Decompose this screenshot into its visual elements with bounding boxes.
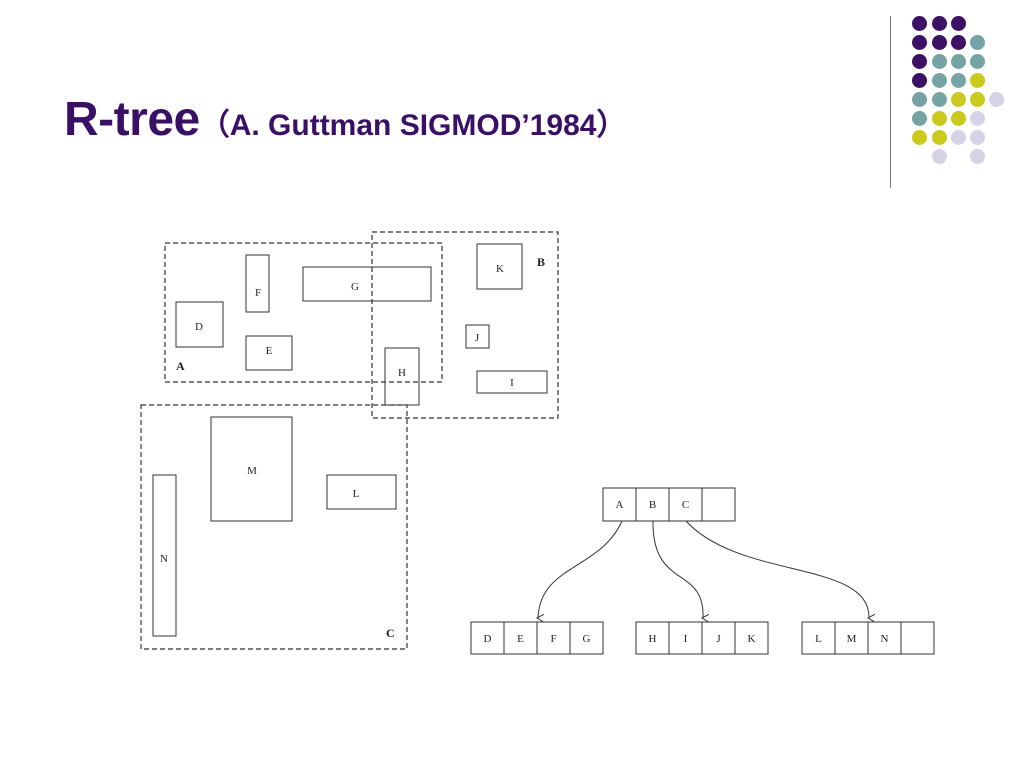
deco-dot bbox=[912, 35, 927, 50]
deco-dot bbox=[932, 35, 947, 50]
object-h-box bbox=[384, 347, 420, 406]
leaf-c-entry: N bbox=[881, 633, 889, 645]
leaf-cell bbox=[635, 621, 670, 655]
deco-dot bbox=[970, 111, 985, 126]
deco-dot bbox=[932, 16, 947, 31]
region-c-label: C bbox=[386, 626, 395, 640]
region-a-box bbox=[164, 242, 443, 383]
tree-root-node bbox=[602, 487, 736, 522]
decorative-divider-line bbox=[890, 16, 891, 188]
leaf-a-entry: G bbox=[583, 633, 591, 645]
tree-leaf-node-c bbox=[801, 621, 935, 655]
tree-leaf-node-a bbox=[470, 621, 604, 655]
deco-dot bbox=[970, 149, 985, 164]
root-cell bbox=[701, 487, 736, 522]
leaf-c-entry: M bbox=[847, 633, 857, 645]
object-k-box bbox=[476, 243, 523, 290]
object-h-label: H bbox=[398, 367, 406, 379]
leaf-cell bbox=[569, 621, 604, 655]
root-cell bbox=[602, 487, 637, 522]
leaf-cell bbox=[867, 621, 902, 655]
deco-dot bbox=[970, 35, 985, 50]
deco-dot bbox=[912, 92, 927, 107]
deco-dot bbox=[951, 54, 966, 69]
object-n-box bbox=[152, 474, 177, 637]
leaf-a-entry: F bbox=[550, 633, 556, 645]
deco-dot bbox=[912, 73, 927, 88]
leaf-cell bbox=[701, 621, 736, 655]
region-b-label: B bbox=[537, 255, 545, 269]
deco-dot bbox=[970, 130, 985, 145]
pointer-c-arrow bbox=[685, 520, 869, 618]
pointer-b-arrow bbox=[652, 520, 703, 618]
root-entry-c: C bbox=[682, 499, 689, 511]
deco-dot bbox=[951, 92, 966, 107]
deco-dot bbox=[932, 130, 947, 145]
leaf-b-entry: I bbox=[684, 633, 688, 645]
deco-dot bbox=[989, 92, 1004, 107]
leaf-cell bbox=[734, 621, 769, 655]
deco-dot bbox=[951, 16, 966, 31]
region-c-box bbox=[140, 404, 408, 650]
root-entry-b: B bbox=[649, 499, 656, 511]
leaf-cell bbox=[470, 621, 505, 655]
deco-dot bbox=[932, 92, 947, 107]
leaf-cell bbox=[900, 621, 935, 655]
deco-dot bbox=[932, 54, 947, 69]
slide-title: R-tree（A. Guttman SIGMOD’1984） bbox=[64, 92, 626, 147]
deco-dot bbox=[951, 130, 966, 145]
leaf-cell bbox=[536, 621, 571, 655]
deco-dot bbox=[912, 54, 927, 69]
pointer-a-arrow bbox=[538, 520, 623, 618]
object-m-label: M bbox=[247, 465, 257, 477]
object-l-label: L bbox=[353, 488, 360, 500]
title-main: R-tree bbox=[64, 93, 200, 146]
leaf-a-entry: E bbox=[517, 633, 524, 645]
object-m-box bbox=[210, 416, 293, 522]
object-d-label: D bbox=[195, 321, 203, 333]
object-f-box bbox=[245, 254, 270, 313]
object-l-box bbox=[326, 474, 397, 510]
object-e-box bbox=[245, 335, 293, 371]
deco-dot bbox=[970, 92, 985, 107]
object-g-box bbox=[302, 266, 432, 302]
region-a-label: A bbox=[176, 359, 185, 373]
title-citation: （A. Guttman SIGMOD’1984） bbox=[199, 109, 627, 142]
leaf-b-entry: H bbox=[649, 633, 657, 645]
object-j-box bbox=[465, 324, 490, 349]
object-i-label: I bbox=[510, 377, 514, 389]
deco-dot bbox=[932, 111, 947, 126]
leaf-a-entry: D bbox=[484, 633, 492, 645]
deco-dot bbox=[932, 73, 947, 88]
leaf-cell bbox=[503, 621, 538, 655]
deco-dot bbox=[951, 35, 966, 50]
deco-dot bbox=[951, 73, 966, 88]
deco-dot bbox=[970, 73, 985, 88]
leaf-b-entry: J bbox=[716, 633, 721, 645]
object-d-box bbox=[175, 301, 224, 348]
leaf-b-entry: K bbox=[748, 633, 756, 645]
tree-leaf-node-b bbox=[635, 621, 769, 655]
deco-dot bbox=[912, 16, 927, 31]
object-k-label: K bbox=[496, 263, 504, 275]
region-b-box bbox=[371, 231, 559, 419]
leaf-c-entry: L bbox=[815, 633, 822, 645]
object-n-label: N bbox=[160, 553, 168, 565]
object-j-label: J bbox=[475, 332, 480, 344]
object-e-label: E bbox=[266, 345, 273, 357]
deco-dot bbox=[912, 111, 927, 126]
deco-dot bbox=[912, 130, 927, 145]
object-f-label: F bbox=[255, 287, 261, 299]
deco-dot bbox=[951, 111, 966, 126]
root-entry-a: A bbox=[616, 499, 624, 511]
deco-dot bbox=[970, 54, 985, 69]
object-g-label: G bbox=[351, 281, 359, 293]
deco-dot bbox=[932, 149, 947, 164]
object-i-box bbox=[476, 370, 548, 394]
root-cell bbox=[635, 487, 670, 522]
